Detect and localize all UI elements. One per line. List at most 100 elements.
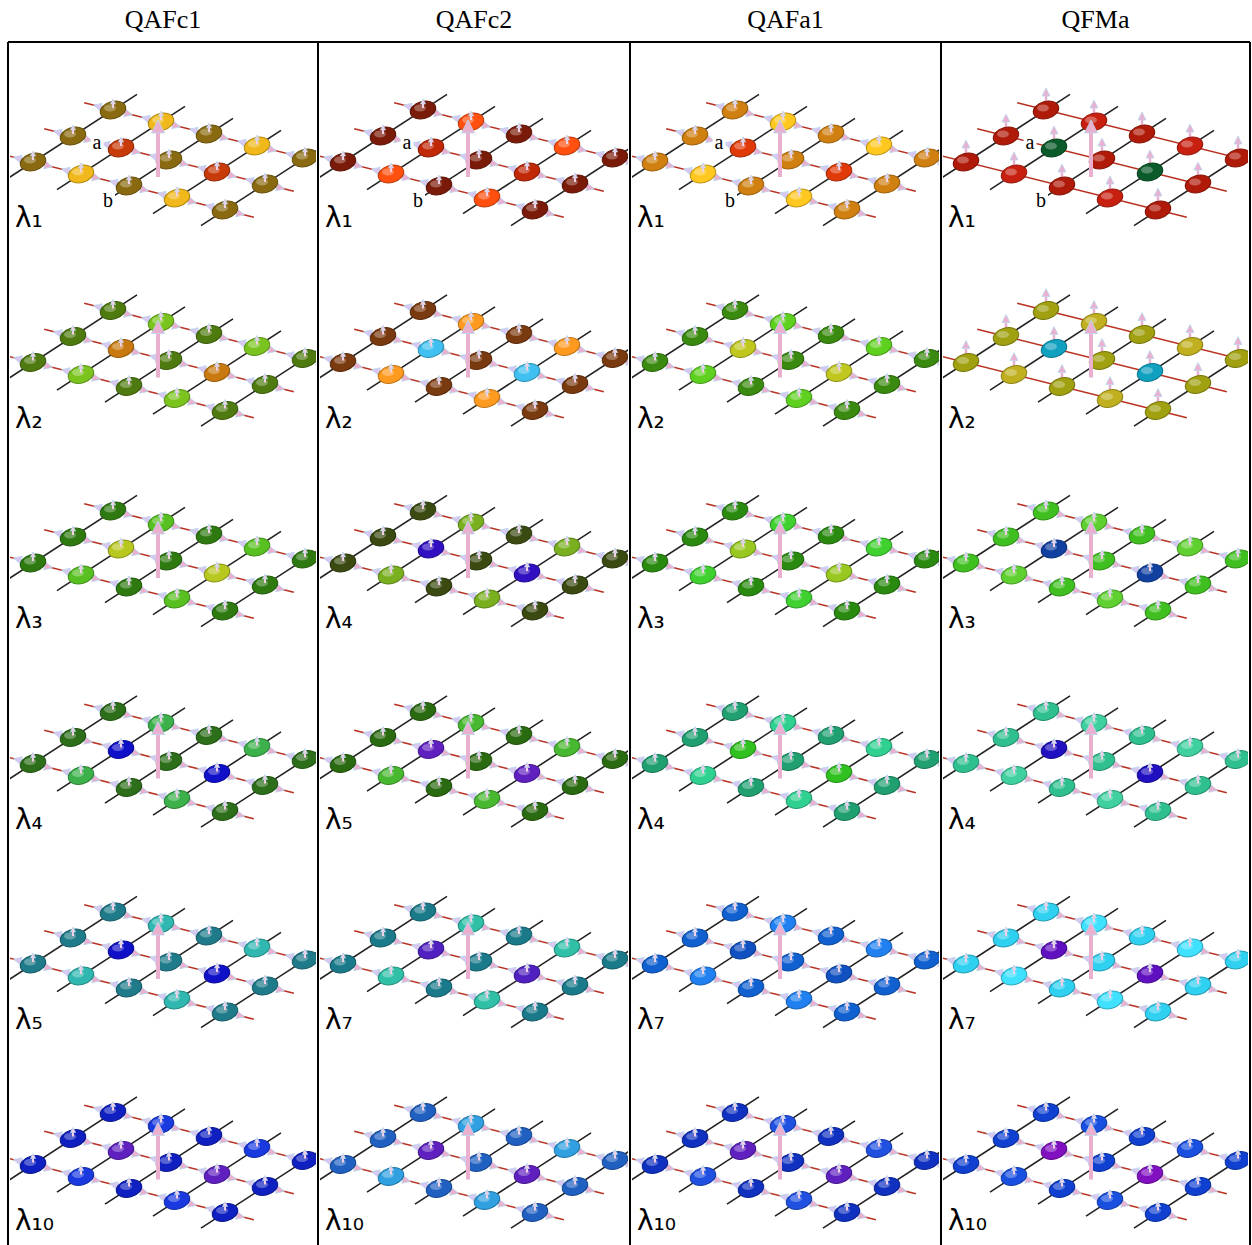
quadrupole-ellipsoid bbox=[991, 525, 1021, 548]
spin-arrow-shaft bbox=[886, 780, 888, 784]
spin-arrow-head bbox=[429, 739, 434, 744]
spin-arrow-head bbox=[303, 548, 308, 553]
ellipsoid-highlight bbox=[1229, 353, 1241, 360]
spin-arrow-shaft bbox=[430, 343, 432, 347]
spin-arrow-head bbox=[829, 324, 834, 329]
ellipsoid-highlight bbox=[1133, 530, 1145, 537]
spin-arrow-head bbox=[127, 376, 132, 381]
spin-arrow-shaft bbox=[1053, 543, 1055, 547]
spin-arrow-head bbox=[845, 199, 850, 204]
quadrupole-ellipsoid bbox=[784, 387, 814, 410]
spin-arrow-shaft bbox=[1093, 718, 1095, 722]
quadrupole-ellipsoid bbox=[1039, 738, 1069, 761]
bond-line bbox=[727, 720, 855, 803]
quadrupole-ellipsoid bbox=[472, 186, 502, 209]
spin-arrow-head bbox=[749, 777, 754, 782]
quadrupole-ellipsoid bbox=[680, 325, 710, 348]
quadrupole-ellipsoid bbox=[106, 537, 136, 560]
bond-line bbox=[943, 155, 1187, 217]
spin-arrow-head bbox=[462, 120, 475, 133]
quadrupole-ellipsoid bbox=[1079, 311, 1109, 334]
spin-arrow-head bbox=[613, 749, 618, 754]
ellipsoid-highlight bbox=[470, 155, 482, 162]
spin-arrow-shaft bbox=[176, 794, 178, 798]
ellipsoid-highlight bbox=[518, 568, 530, 575]
spin-arrow-head bbox=[263, 173, 268, 178]
spin-arrow-head bbox=[303, 749, 308, 754]
spin-arrow-head bbox=[1186, 325, 1194, 333]
spin-arrow-head bbox=[71, 727, 76, 732]
bond-line bbox=[632, 495, 759, 578]
spin-arrow-shaft bbox=[478, 756, 480, 760]
quadrupole-ellipsoid bbox=[424, 776, 454, 799]
bond-line bbox=[57, 106, 185, 189]
ellipsoid-highlight bbox=[478, 794, 490, 801]
quadrupole-ellipsoid bbox=[640, 752, 670, 775]
bond-line bbox=[57, 507, 185, 590]
spin-arrow-head bbox=[1060, 777, 1065, 782]
quadrupole-ellipsoid bbox=[250, 774, 280, 797]
ellipsoid-highlight bbox=[1053, 782, 1065, 789]
spin-arrow-head bbox=[159, 312, 164, 317]
spin-arrow-head bbox=[1010, 353, 1018, 361]
spin-arrow-head bbox=[964, 552, 969, 557]
spin-arrow-head bbox=[925, 749, 930, 754]
quadrupole-ellipsoid bbox=[472, 587, 502, 610]
ellipsoid-highlight bbox=[1005, 570, 1017, 577]
panel-frame bbox=[8, 42, 1250, 1245]
ellipsoid-highlight bbox=[606, 353, 618, 360]
spin-arrow-shaft bbox=[160, 116, 162, 120]
spin-arrow-shaft bbox=[1237, 754, 1239, 758]
spin-arrow-head bbox=[1148, 562, 1153, 567]
spin-arrow-shaft bbox=[526, 567, 528, 571]
spin-arrow-shaft bbox=[614, 152, 616, 156]
ellipsoid-highlight bbox=[510, 129, 522, 136]
spin-arrow-head bbox=[152, 521, 165, 534]
ellipsoid-highlight bbox=[256, 780, 268, 787]
spin-arrow-head bbox=[533, 600, 538, 605]
quadrupole-ellipsoid bbox=[816, 523, 846, 546]
spin-arrow-head bbox=[613, 147, 618, 152]
bond-line bbox=[943, 94, 1070, 177]
spin-arrow-shaft bbox=[264, 379, 266, 383]
spin-arrow-shaft bbox=[1005, 732, 1007, 736]
ellipsoid-highlight bbox=[878, 780, 890, 787]
quadrupole-ellipsoid bbox=[600, 347, 628, 370]
ellipsoid-highlight bbox=[830, 568, 842, 575]
spin-arrow-head bbox=[31, 953, 36, 958]
spin-arrow-head bbox=[167, 350, 172, 355]
spin-arrow-head bbox=[1085, 521, 1098, 534]
spin-arrow-shaft bbox=[422, 706, 424, 710]
spin-arrow-head bbox=[1154, 188, 1162, 196]
spin-arrow-shaft bbox=[486, 393, 488, 397]
quadrupole-ellipsoid bbox=[912, 347, 939, 370]
ellipsoid-highlight bbox=[830, 367, 842, 374]
ellipsoid-highlight bbox=[822, 530, 834, 537]
spin-arrow-head bbox=[964, 753, 969, 758]
ellipsoid-highlight bbox=[1045, 744, 1057, 751]
spin-arrow-shaft bbox=[470, 116, 472, 120]
quadrupole-ellipsoid bbox=[1079, 110, 1109, 133]
spin-arrow-head bbox=[159, 111, 164, 116]
spin-arrow-head bbox=[437, 376, 442, 381]
quadrupole-ellipsoid bbox=[98, 499, 128, 522]
ellipsoid-highlight bbox=[558, 141, 570, 148]
spin-arrow-shaft bbox=[80, 369, 82, 373]
spin-arrow-shaft bbox=[390, 369, 392, 373]
spin-arrow-shaft bbox=[128, 381, 130, 385]
ellipsoid-highlight bbox=[1133, 129, 1145, 136]
spin-arrow-head bbox=[525, 161, 530, 166]
ellipsoid-highlight bbox=[742, 181, 754, 188]
spin-arrow-head bbox=[797, 588, 802, 593]
quadrupole-ellipsoid bbox=[162, 186, 192, 209]
ellipsoid-highlight bbox=[112, 544, 124, 551]
quadrupole-ellipsoid bbox=[210, 800, 240, 823]
quadrupole-ellipsoid bbox=[640, 351, 670, 374]
ellipsoid-highlight bbox=[606, 554, 618, 561]
spin-arrow-shaft bbox=[1109, 794, 1111, 798]
spin-arrow-shaft bbox=[654, 156, 656, 160]
spin-arrow-shaft bbox=[574, 780, 576, 784]
spin-arrow-head bbox=[341, 151, 346, 156]
ellipsoid-highlight bbox=[782, 756, 794, 763]
quadrupole-ellipsoid bbox=[824, 361, 854, 384]
